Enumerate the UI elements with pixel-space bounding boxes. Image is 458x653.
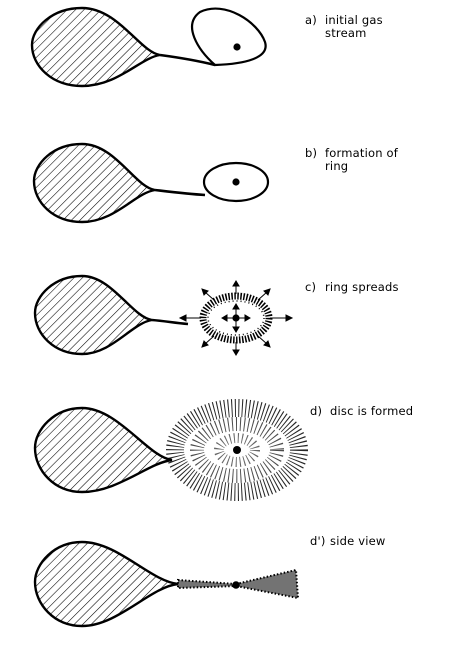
- caption-b-line1: formation of: [325, 146, 398, 160]
- caption-c-line1: ring spreads: [325, 280, 399, 294]
- caption-d-prime: d')side view: [310, 535, 386, 548]
- caption-a: a)initial gas stream: [305, 14, 383, 40]
- initial-stream-loop: [192, 9, 266, 65]
- spreading-arrows: [180, 281, 292, 355]
- panel-c-drawing: [0, 258, 458, 388]
- caption-d-prime-line1: side view: [330, 534, 386, 548]
- panel-c: c)ring spreads: [0, 258, 458, 388]
- donor-star-lobe: [35, 542, 178, 626]
- compact-star-dot: [233, 446, 241, 454]
- caption-a-line1: initial gas: [325, 13, 383, 27]
- caption-d-line1: disc is formed: [330, 404, 413, 418]
- caption-d: d)disc is formed: [310, 405, 413, 418]
- panel-a: a)initial gas stream: [0, 0, 458, 130]
- caption-b: b)formation of ring: [305, 147, 398, 173]
- caption-c-tag: c): [305, 281, 325, 294]
- caption-a-tag: a): [305, 14, 325, 27]
- caption-d-tag: d): [310, 405, 330, 418]
- caption-b-line2: ring: [305, 160, 398, 173]
- gas-stream: [152, 320, 188, 324]
- panel-d: d)disc is formed: [0, 390, 458, 520]
- donor-star-lobe: [35, 408, 172, 492]
- panel-d-prime-drawing: [0, 520, 458, 650]
- panel-b: b)formation of ring: [0, 130, 458, 260]
- gas-stream: [155, 190, 205, 195]
- compact-star-dot: [232, 581, 240, 589]
- donor-star-lobe: [35, 276, 152, 354]
- compact-star-dot: [232, 178, 239, 185]
- panel-a-drawing: [0, 0, 458, 130]
- panel-d-prime: d')side view: [0, 520, 458, 650]
- caption-b-tag: b): [305, 147, 325, 160]
- caption-a-line2: stream: [305, 27, 383, 40]
- caption-c: c)ring spreads: [305, 281, 399, 294]
- caption-d-prime-tag: d'): [310, 535, 330, 548]
- donor-star-lobe: [34, 144, 155, 222]
- donor-star-lobe: [32, 8, 160, 86]
- compact-star-dot: [233, 43, 240, 50]
